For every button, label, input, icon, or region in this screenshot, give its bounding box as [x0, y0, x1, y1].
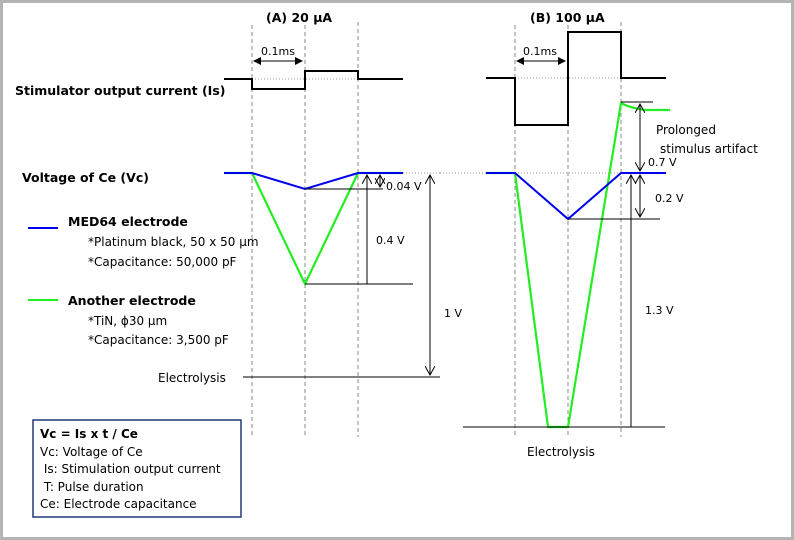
legend-med64-name: MED64 electrode	[68, 214, 188, 229]
electrolysis-label-b: Electrolysis	[527, 445, 595, 459]
electrolysis-label-a: Electrolysis	[158, 371, 226, 385]
formula: Vc = Is x t / Ce	[40, 427, 138, 441]
artifact-label-1: Prolonged	[656, 123, 716, 137]
dv-other-a: 0.4 V	[376, 234, 405, 247]
legend-other-detail: *Capacitance: 3,500 pF	[88, 333, 229, 347]
is-label: Stimulator output current (Is)	[15, 83, 225, 98]
vc-med64-trace-a	[224, 172, 403, 191]
formula-box	[32, 419, 242, 518]
stimulus-waveform-a	[224, 70, 403, 90]
vc-label: Voltage of Ce (Vc)	[22, 170, 149, 185]
legend-other-name: Another electrode	[68, 293, 196, 308]
dv-med64-b: 0.2 V	[655, 192, 684, 205]
dv-med64-a: 0.04 V	[386, 180, 422, 193]
panel-b: (B) 100 µA 0.1ms Prolonged stimulus arti…	[440, 10, 758, 459]
formula-line: Ce: Electrode capacitance	[40, 497, 197, 511]
legend-med64-detail: *Platinum black, 50 x 50 µm	[88, 235, 259, 249]
legend-med64-detail: *Capacitance: 50,000 pF	[88, 255, 237, 269]
legend-other-detail: *TiN, ϕ30 µm	[88, 314, 167, 328]
formula-line: T: Pulse duration	[40, 480, 144, 494]
formula-line: Is: Stimulation output current	[40, 462, 221, 476]
vc-other-trace-a	[224, 171, 403, 287]
stimulus-waveform-b	[486, 31, 666, 126]
panel-b-title: (B) 100 µA	[530, 10, 605, 25]
dv-other-b: 1.3 V	[645, 304, 674, 317]
vc-med64-trace-b	[486, 172, 666, 221]
formula-line: Vc: Voltage of Ce	[40, 445, 143, 459]
dv-electrolysis-a: 1 V	[444, 307, 462, 320]
vc-other-trace-b	[486, 101, 670, 429]
duration-label-b: 0.1ms	[523, 45, 557, 58]
dv-artifact-b: 0.7 V	[648, 156, 677, 169]
panel-a: (A) 20 µA 0.1ms 0.04 V 0.4 V 1 V	[224, 10, 462, 437]
artifact-label-2: stimulus artifact	[660, 142, 758, 156]
duration-label-a: 0.1ms	[261, 45, 295, 58]
panel-a-title: (A) 20 µA	[266, 10, 332, 25]
